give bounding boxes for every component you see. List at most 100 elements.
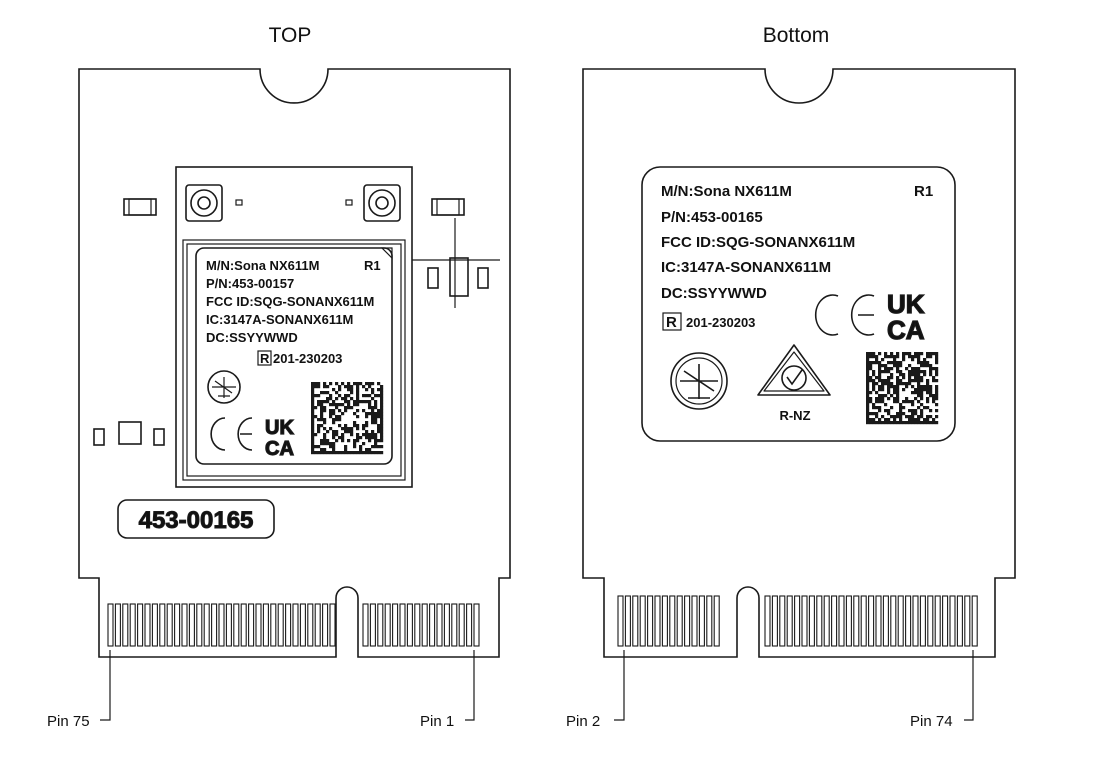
datamatrix-module: [896, 397, 900, 401]
datamatrix-module: [350, 406, 354, 410]
datamatrix-module: [365, 382, 369, 386]
datamatrix-module: [878, 364, 882, 368]
datamatrix-module: [896, 412, 900, 416]
datamatrix-module: [335, 433, 339, 437]
datamatrix-module: [380, 430, 384, 434]
datamatrix-module: [899, 409, 903, 413]
top-module-can: [182, 239, 406, 481]
datamatrix-module: [371, 412, 375, 416]
datamatrix-module: [884, 403, 888, 407]
edge-finger-pin: [233, 603, 240, 647]
datamatrix-module: [311, 412, 315, 416]
datamatrix-module: [332, 433, 336, 437]
datamatrix-module: [914, 367, 918, 371]
datamatrix-module: [869, 418, 873, 422]
datamatrix-module: [872, 361, 876, 365]
datamatrix-module: [902, 352, 906, 356]
datamatrix-module: [347, 394, 351, 398]
datamatrix-module: [350, 385, 354, 389]
bottom-rcm-mark-icon: R-NZ: [757, 344, 831, 423]
datamatrix-module: [869, 412, 873, 416]
datamatrix-module: [335, 430, 339, 434]
datamatrix-module: [902, 400, 906, 404]
edge-finger-pin: [949, 595, 956, 647]
edge-finger-pin: [436, 603, 443, 647]
datamatrix-module: [908, 382, 912, 386]
datamatrix-module: [872, 406, 876, 410]
datamatrix-module: [338, 436, 342, 440]
datamatrix-module: [920, 379, 924, 383]
datamatrix-module: [866, 394, 870, 398]
datamatrix-module: [347, 385, 351, 389]
top-module-ic: IC:3147A-SONANX611M: [206, 312, 353, 327]
top-giteki-mark-icon: [207, 370, 241, 404]
edge-finger-pin: [322, 603, 329, 647]
bottom-pin-left-leader: [614, 650, 625, 721]
datamatrix-module: [335, 418, 339, 422]
datamatrix-module: [362, 400, 366, 404]
edge-finger-pin: [203, 603, 210, 647]
datamatrix-module: [905, 400, 909, 404]
datamatrix-module: [884, 421, 888, 425]
datamatrix-module: [911, 400, 915, 404]
datamatrix-module: [881, 394, 885, 398]
datamatrix-module: [380, 421, 384, 425]
antenna-connector-right: [345, 184, 401, 222]
edge-finger-pin: [897, 595, 904, 647]
svg-text:CA: CA: [265, 438, 294, 460]
datamatrix-module: [311, 388, 315, 392]
datamatrix-module: [929, 415, 933, 419]
bottom-label-dc: DC:SSYYWWD: [661, 285, 767, 302]
datamatrix-module: [872, 355, 876, 359]
datamatrix-module: [374, 436, 378, 440]
datamatrix-module: [887, 361, 891, 365]
edge-finger-pin: [314, 603, 321, 647]
datamatrix-module: [932, 367, 936, 371]
datamatrix-module: [866, 409, 870, 413]
datamatrix-module: [332, 388, 336, 392]
datamatrix-module: [875, 415, 879, 419]
datamatrix-module: [323, 418, 327, 422]
datamatrix-module: [329, 442, 333, 446]
datamatrix-module: [323, 448, 327, 452]
datamatrix-module: [929, 421, 933, 425]
bottom-label-rev: R1: [914, 183, 933, 200]
edge-finger-pin: [927, 595, 934, 647]
datamatrix-module: [890, 367, 894, 371]
datamatrix-module: [332, 451, 336, 455]
edge-finger-pin: [779, 595, 786, 647]
datamatrix-module: [923, 370, 927, 374]
edge-finger-pin: [248, 603, 255, 647]
datamatrix-module: [914, 373, 918, 377]
datamatrix-module: [311, 433, 315, 437]
datamatrix-module: [371, 451, 375, 455]
bottom-edge-fingers-left: [617, 595, 720, 647]
datamatrix-module: [878, 406, 882, 410]
datamatrix-module: [869, 421, 873, 425]
datamatrix-module: [344, 394, 348, 398]
datamatrix-module: [329, 394, 333, 398]
datamatrix-module: [371, 406, 375, 410]
datamatrix-module: [866, 400, 870, 404]
datamatrix-module: [920, 385, 924, 389]
edge-finger-pin: [181, 603, 188, 647]
datamatrix-module: [881, 421, 885, 425]
datamatrix-module: [368, 412, 372, 416]
datamatrix-module: [368, 406, 372, 410]
edge-finger-pin: [369, 603, 376, 647]
datamatrix-module: [338, 409, 342, 413]
datamatrix-module: [887, 379, 891, 383]
datamatrix-module: [320, 409, 324, 413]
datamatrix-module: [326, 385, 330, 389]
datamatrix-module: [899, 370, 903, 374]
datamatrix-module: [911, 355, 915, 359]
bottom-telec-code: 201-230203: [686, 315, 755, 330]
datamatrix-module: [866, 421, 870, 425]
datamatrix-module: [320, 400, 324, 404]
top-module-label-area: [195, 247, 393, 465]
datamatrix-module: [368, 400, 372, 404]
datamatrix-module: [881, 385, 885, 389]
datamatrix-module: [368, 436, 372, 440]
datamatrix-module: [377, 439, 381, 443]
datamatrix-module: [887, 418, 891, 422]
